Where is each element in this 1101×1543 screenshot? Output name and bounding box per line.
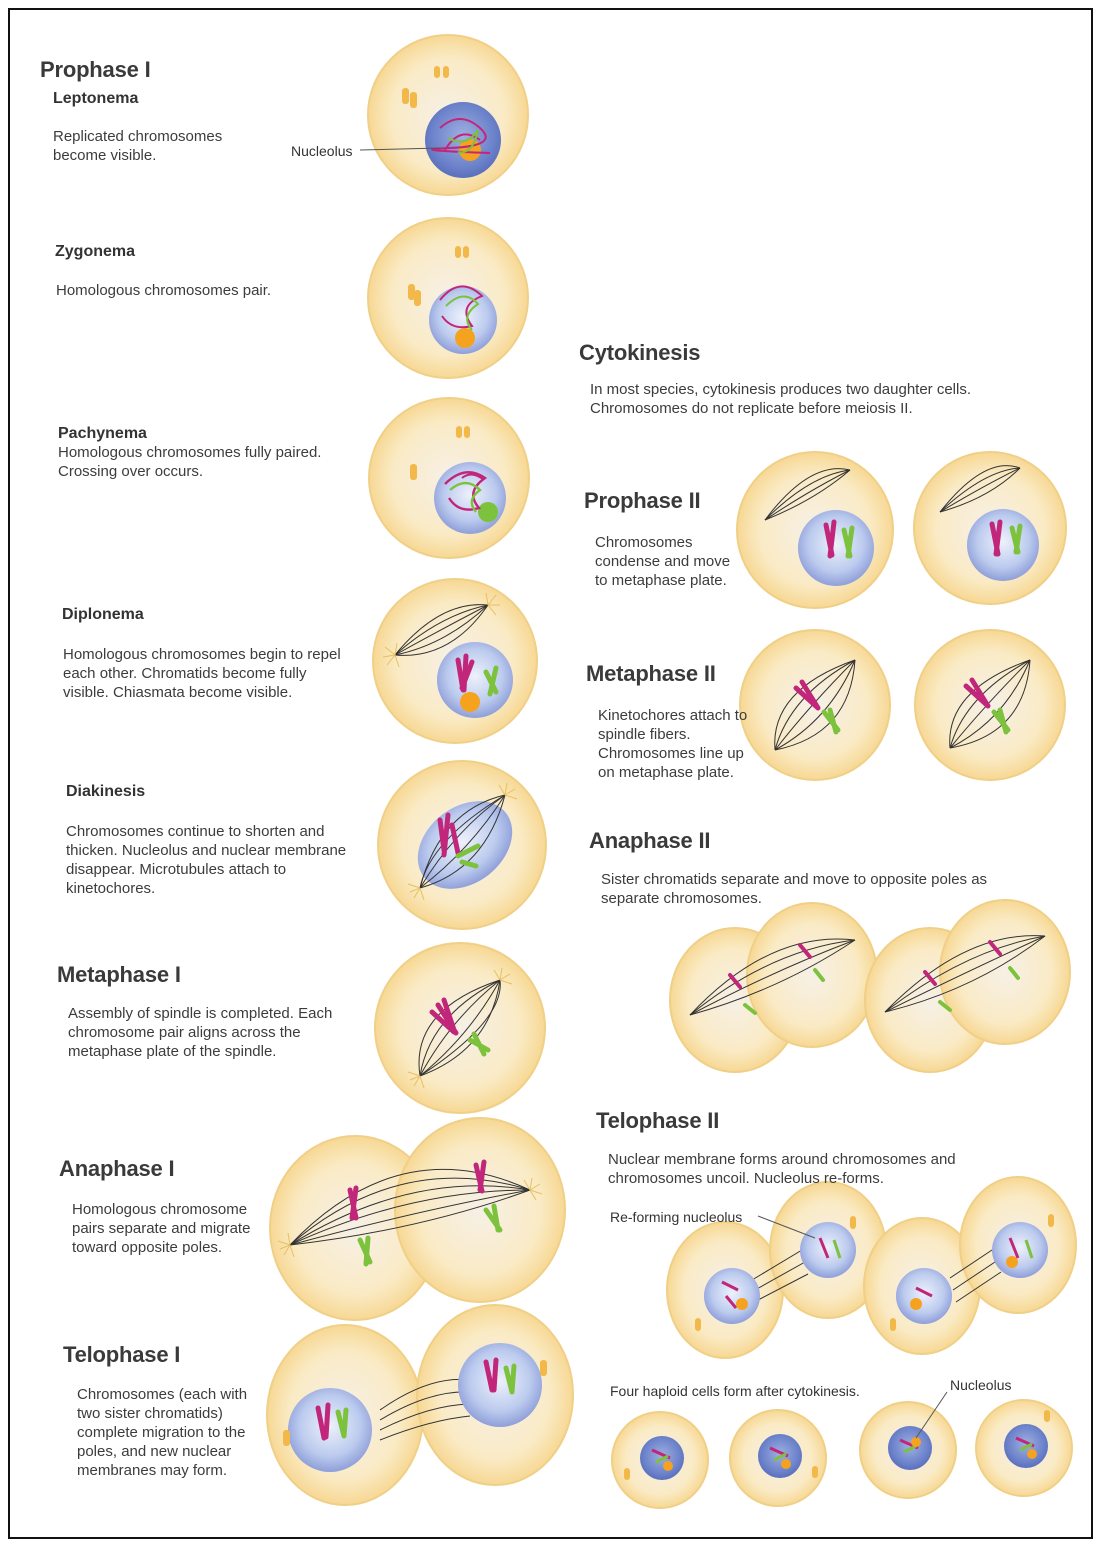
metaphase-ii-cells (740, 630, 1065, 780)
haploid-cells-caption: Four haploid cells form after cytokinesi… (610, 1383, 860, 1399)
pachynema-text: Homologous chromosomes fully paired. Cro… (58, 443, 348, 481)
leptonema-cell (368, 35, 528, 195)
pachynema-title: Pachynema (58, 425, 147, 443)
anaphase-i-title: Anaphase I (59, 1156, 174, 1182)
diakinesis-cell (378, 761, 546, 929)
zygonema-text: Homologous chromosomes pair. (56, 281, 316, 300)
anaphase-i-text: Homologous chromosome pairs separate and… (72, 1200, 267, 1257)
diakinesis-text: Chromosomes continue to shorten and thic… (66, 822, 351, 898)
metaphase-i-text: Assembly of spindle is completed. Each c… (68, 1004, 358, 1061)
anaphase-ii-title: Anaphase II (589, 828, 710, 854)
cytokinesis-title: Cytokinesis (579, 340, 700, 366)
zygonema-title: Zygonema (55, 243, 135, 261)
cytokinesis-text: In most species, cytokinesis produces tw… (590, 380, 1010, 418)
telophase-i-cell (267, 1305, 573, 1505)
anaphase-ii-text: Sister chromatids separate and move to o… (601, 870, 1041, 908)
prophase-ii-text: Chromosomes condense and move to metapha… (595, 533, 745, 590)
metaphase-ii-title: Metaphase II (586, 661, 716, 687)
diplonema-text: Homologous chromosomes begin to repel ea… (63, 645, 348, 702)
prophase-ii-cells (737, 452, 1066, 608)
diplonema-cell (373, 579, 537, 743)
pachynema-cell (369, 398, 529, 558)
leptonema-title: Leptonema (53, 90, 138, 108)
final-nucleolus-label: Nucleolus (950, 1377, 1011, 1393)
haploid-cells (612, 1400, 1072, 1508)
reforming-nucleolus-label: Re-forming nucleolus (610, 1209, 742, 1225)
metaphase-i-title: Metaphase I (57, 962, 181, 988)
nucleolus-label: Nucleolus (291, 143, 352, 159)
telophase-i-title: Telophase I (63, 1342, 180, 1368)
anaphase-i-cell (270, 1118, 565, 1320)
leptonema-text: Replicated chromosomes become visible. (53, 127, 253, 165)
telophase-ii-text: Nuclear membrane forms around chromosome… (608, 1150, 1008, 1188)
anaphase-ii-cells (670, 900, 1070, 1072)
prophase-i-title: Prophase I (40, 57, 150, 83)
diakinesis-title: Diakinesis (66, 783, 145, 801)
telophase-ii-title: Telophase II (596, 1108, 719, 1134)
metaphase-ii-text: Kinetochores attach to spindle fibers. C… (598, 706, 758, 782)
metaphase-i-cell (375, 943, 545, 1113)
zygonema-cell (368, 218, 528, 378)
diplonema-title: Diplonema (62, 606, 144, 624)
prophase-ii-title: Prophase II (584, 488, 700, 514)
telophase-i-text: Chromosomes (each with two sister chroma… (77, 1385, 267, 1480)
telophase-ii-cells (667, 1177, 1076, 1358)
